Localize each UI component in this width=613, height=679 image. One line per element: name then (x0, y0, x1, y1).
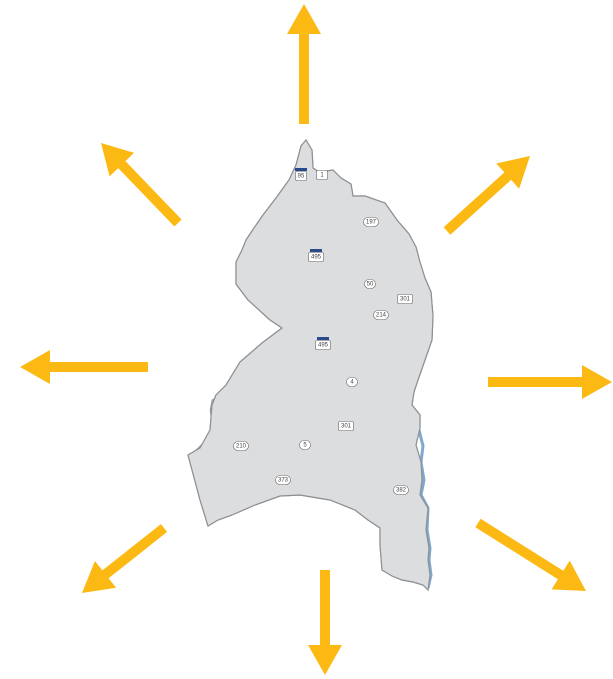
county-border (187, 139, 434, 591)
direction-arrows (20, 4, 612, 675)
route-label: 4 (350, 379, 354, 385)
route-marker-495: 495 (308, 249, 324, 262)
route-label: 210 (236, 443, 247, 449)
route-marker-373: 373 (275, 475, 291, 485)
route-marker-50: 50 (364, 279, 376, 289)
route-marker-197: 197 (363, 217, 379, 227)
route-label: 301 (341, 423, 352, 429)
route-shield-icon (346, 377, 358, 387)
arrow-southeast-icon (475, 518, 586, 591)
route-marker-5: 5 (299, 440, 311, 450)
route-label: 214 (376, 312, 387, 318)
route-marker-214: 214 (373, 310, 389, 320)
arrow-east-icon (488, 365, 612, 399)
route-shield-icon (338, 421, 354, 431)
interstate-shield-icon (317, 337, 329, 340)
interstate-shield-icon (295, 168, 307, 171)
route-marker-495: 495 (315, 337, 331, 350)
route-shield-icon (275, 475, 291, 485)
route-shield-icon (393, 485, 409, 495)
route-label: 95 (298, 173, 305, 179)
route-label: 382 (396, 487, 407, 493)
arrow-northwest-icon (101, 143, 182, 227)
route-label: 197 (366, 219, 377, 225)
route-shield-icon (233, 441, 249, 451)
interstate-shield-icon (310, 249, 322, 252)
route-marker-1: 1 (316, 170, 328, 180)
route-label: 495 (318, 342, 329, 348)
arrow-west-icon (20, 350, 148, 384)
route-marker-382: 382 (393, 485, 409, 495)
route-label: 495 (311, 254, 322, 260)
route-shield-icon (316, 170, 328, 180)
route-shield-icon (295, 171, 307, 181)
arrow-northeast-icon (443, 156, 530, 235)
route-shield-icon (397, 294, 413, 304)
route-shield-icon (363, 217, 379, 227)
route-marker-301: 301 (397, 294, 413, 304)
route-shield-icon (299, 440, 311, 450)
route-label: 373 (278, 477, 289, 483)
route-marker-301: 301 (338, 421, 354, 431)
route-label: 301 (400, 296, 411, 302)
route-marker-4: 4 (346, 377, 358, 387)
arrow-north-icon (287, 4, 321, 124)
route-label: 5 (303, 442, 307, 448)
arrow-south-icon (308, 570, 342, 675)
route-shield-icon (315, 340, 331, 350)
arrow-southwest-icon (82, 524, 168, 593)
route-markers: 95 1 197 495 50 301 214 495 4 301 210 5 373 382 (233, 168, 413, 495)
route-marker-95: 95 (295, 168, 307, 181)
route-marker-210: 210 (233, 441, 249, 451)
route-shield-icon (308, 252, 324, 262)
route-label: 1 (320, 172, 324, 178)
route-shield-icon (364, 279, 376, 289)
route-label: 50 (367, 281, 374, 287)
route-shield-icon (373, 310, 389, 320)
